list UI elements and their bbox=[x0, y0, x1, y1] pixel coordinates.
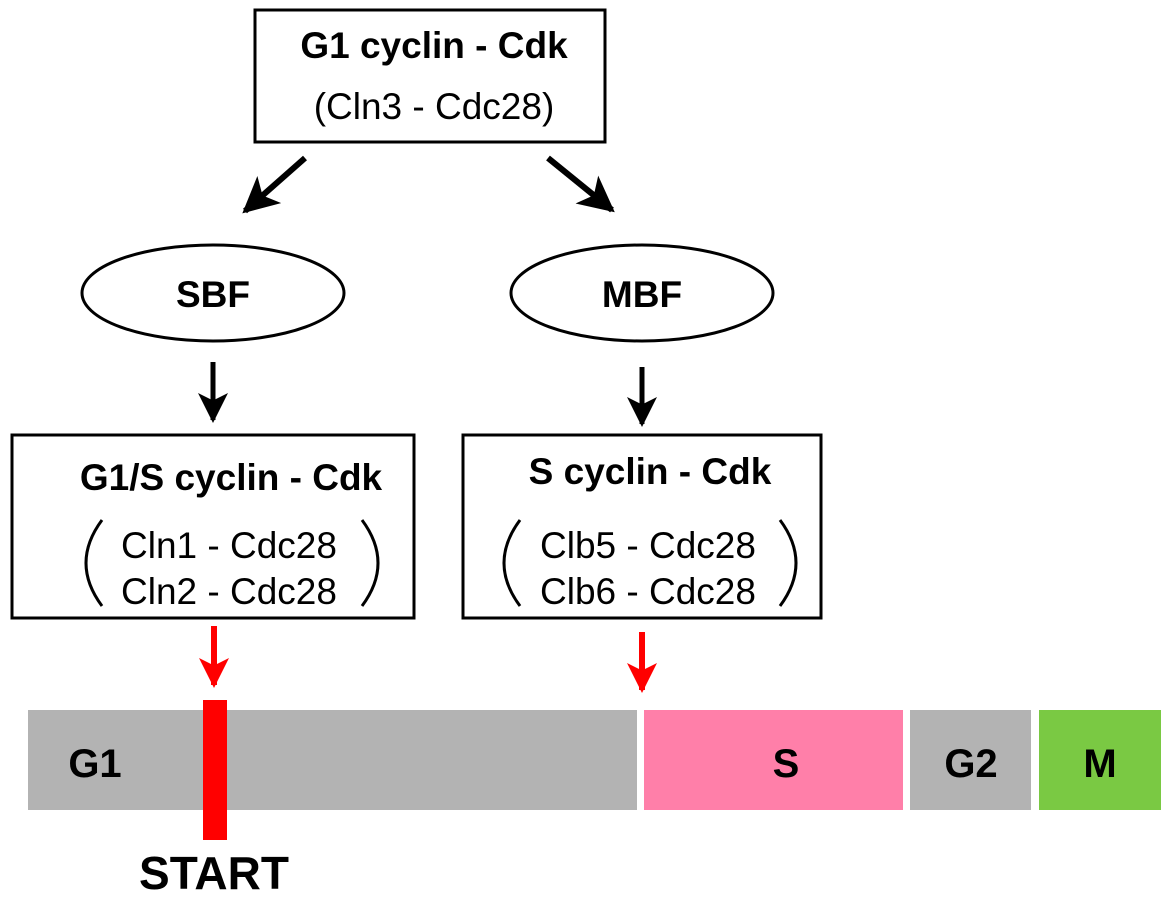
g1s-right-paren bbox=[360, 519, 380, 607]
g1-cyclin-cdk-subtitle: (Cln3 - Cdc28) bbox=[314, 86, 555, 127]
phase-g2-label: G2 bbox=[944, 742, 997, 786]
arrow-to-sbf bbox=[242, 155, 307, 214]
cell-cycle-bar: G1 S G2 M bbox=[28, 700, 1161, 840]
g1s-complex-1: Cln1 - Cdc28 bbox=[121, 525, 337, 566]
g1-cyclin-cdk-node: G1 cyclin - Cdk (Cln3 - Cdc28) bbox=[253, 8, 607, 144]
s-right-paren bbox=[778, 519, 798, 607]
g1s-complex-2: Cln2 - Cdc28 bbox=[121, 571, 337, 612]
s-cyclin-cdk-node: S cyclin - Cdk Clb5 - Cdc28 Clb6 - Cdc28 bbox=[461, 433, 823, 620]
phase-g1-label: G1 bbox=[68, 742, 121, 786]
phase-m bbox=[1039, 710, 1161, 810]
s-complex-1: Clb5 - Cdc28 bbox=[540, 525, 756, 566]
sbf-label: SBF bbox=[176, 274, 250, 315]
g1s-left-paren bbox=[84, 519, 104, 607]
phase-m-label: M bbox=[1083, 742, 1116, 786]
sbf-node: SBF bbox=[80, 243, 346, 343]
g1s-cyclin-cdk-title: G1/S cyclin - Cdk bbox=[80, 457, 383, 498]
arrow-to-mbf bbox=[546, 155, 615, 213]
phase-s-label: S bbox=[773, 742, 800, 786]
g1-cyclin-cdk-title: G1 cyclin - Cdk bbox=[300, 25, 568, 66]
s-left-paren bbox=[502, 519, 522, 607]
mbf-label: MBF bbox=[602, 274, 682, 315]
mbf-node: MBF bbox=[509, 243, 775, 343]
phase-s bbox=[644, 710, 903, 810]
start-label: START bbox=[139, 847, 289, 899]
phase-g2 bbox=[910, 710, 1031, 810]
s-cyclin-cdk-title: S cyclin - Cdk bbox=[529, 451, 772, 492]
phase-g1 bbox=[28, 710, 637, 810]
start-marker bbox=[203, 700, 227, 840]
g1s-cyclin-cdk-node: G1/S cyclin - Cdk Cln1 - Cdc28 Cln2 - Cd… bbox=[10, 433, 416, 620]
s-complex-2: Clb6 - Cdc28 bbox=[540, 571, 756, 612]
